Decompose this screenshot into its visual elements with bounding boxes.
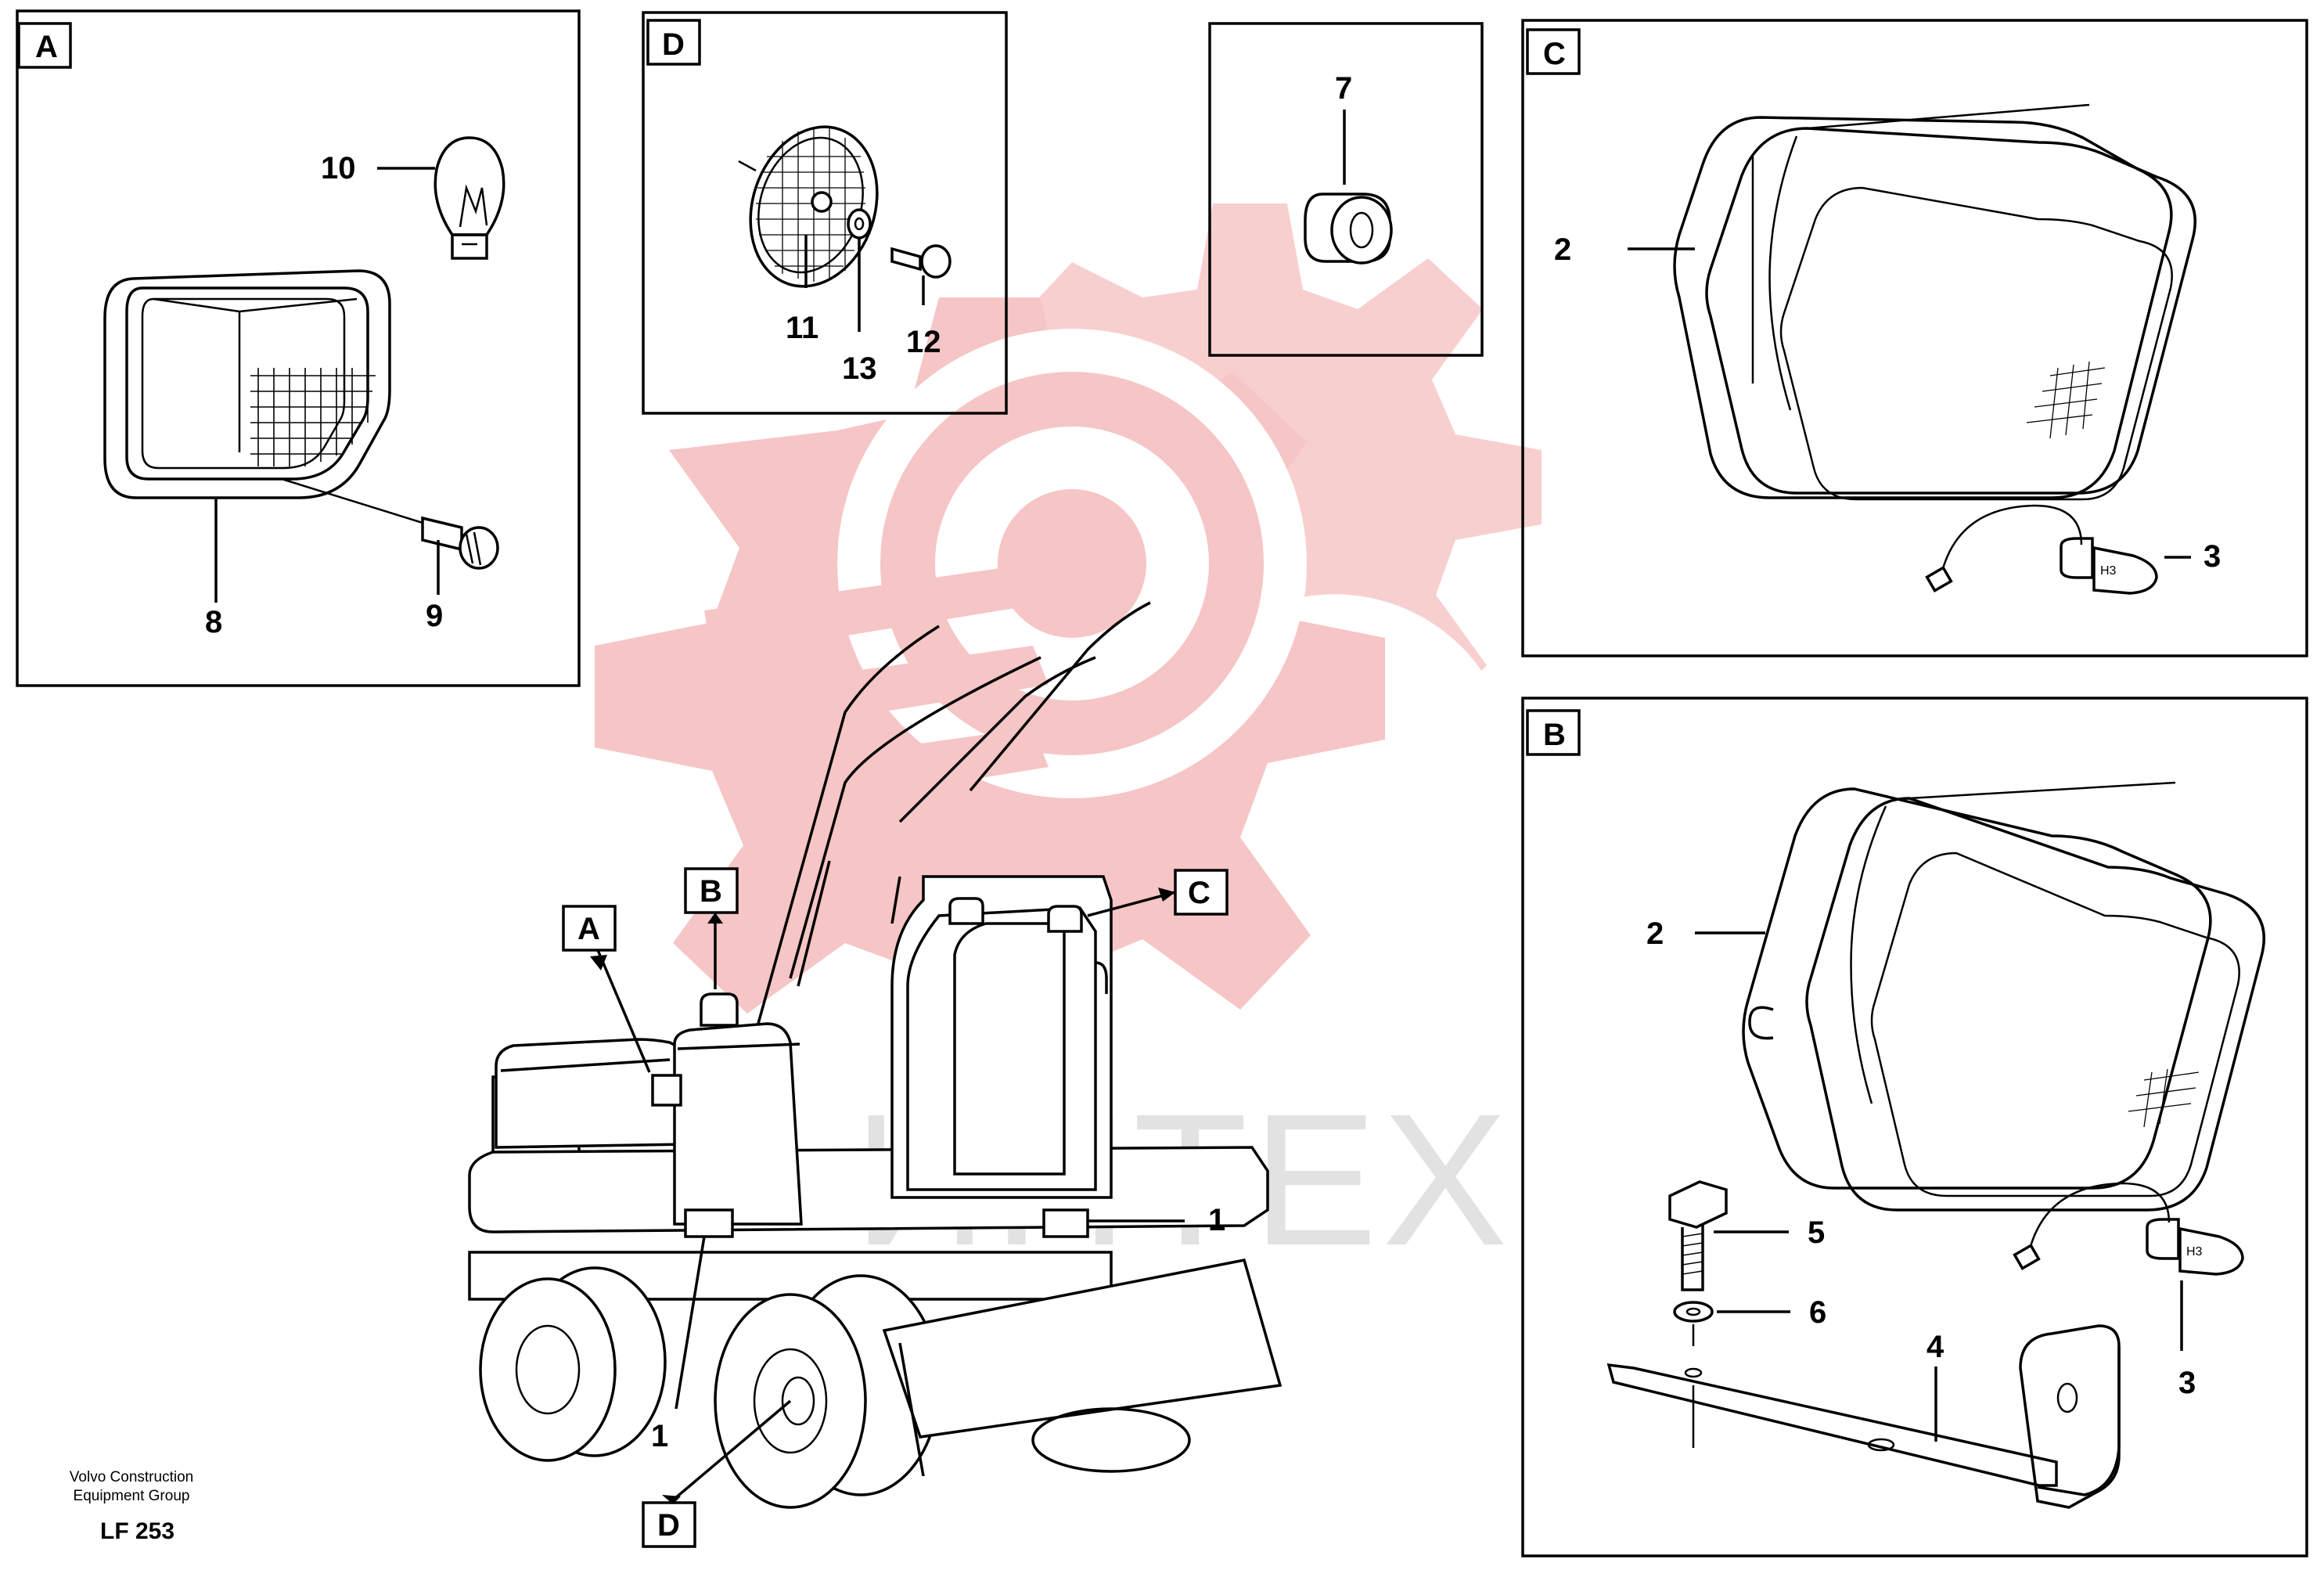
lamp-a-on-machine	[651, 1074, 682, 1107]
part-label-4: 4	[1926, 1330, 1944, 1364]
part-label-6: 6	[1809, 1295, 1826, 1330]
work-lamp-icon	[1742, 781, 2265, 1212]
part-label-12: 12	[906, 325, 941, 359]
panel-c-tag: C	[1543, 37, 1566, 71]
machine-callout-c: C	[1087, 869, 1229, 917]
part-label-8: 8	[205, 605, 222, 639]
part-label-7: 7	[1335, 71, 1352, 106]
panel-d-tag-box	[646, 19, 701, 66]
panel-grommet-frame	[1208, 22, 1484, 357]
rear-lamp-on-machine	[684, 1208, 734, 1238]
rear-wheels	[479, 1266, 667, 1462]
part-label-1: 1	[651, 1419, 668, 1453]
panel-a-tag-box	[17, 22, 72, 69]
bulb-with-cable-icon: H3	[1925, 504, 2158, 595]
panel-b-tag-box	[1526, 709, 1581, 756]
leader-line	[675, 1236, 706, 1410]
panel-d: D 11 13 12	[642, 11, 1008, 415]
screw-icon	[890, 244, 952, 279]
panel-grommet: 7	[1208, 22, 1484, 357]
part-label-3: 3	[2178, 1366, 2196, 1400]
reflector-icon	[749, 125, 879, 288]
panel-a-tag: A	[35, 30, 58, 64]
grommet-icon	[1304, 193, 1393, 265]
part-label-2: 2	[1554, 232, 1571, 267]
screw-icon	[281, 477, 499, 570]
part-label-2: 2	[1646, 916, 1664, 951]
part-label-11: 11	[786, 311, 818, 345]
machine-callout-a: A	[562, 905, 651, 1073]
panel-b-frame	[1521, 697, 2308, 1557]
mounting-bracket-icon	[1606, 1324, 2121, 1509]
part-label-10: 10	[321, 151, 356, 185]
panel-c-tag-box	[1526, 28, 1581, 75]
part-label-1: 1	[1208, 1203, 1225, 1237]
part-label-9: 9	[426, 599, 443, 633]
front-lamp-on-machine	[1042, 1208, 1089, 1238]
leader-line	[738, 160, 757, 172]
tail-lamp-icon	[103, 269, 391, 499]
watermark-gear-logo	[595, 203, 1542, 1088]
bulb-icon	[434, 136, 505, 260]
figure-code: LF 253	[100, 1518, 175, 1544]
panel-a-frame	[16, 9, 581, 687]
washer-icon	[847, 208, 872, 239]
svg-text:H3: H3	[2186, 1245, 2203, 1259]
part-label-3: 3	[2203, 539, 2221, 574]
lamp-lens-grid	[250, 368, 376, 466]
panel-c-frame	[1521, 19, 2308, 657]
footer-credit: Volvo Construction Equipment Group LF 25…	[38, 1468, 225, 1544]
svg-text:D: D	[657, 1508, 680, 1543]
lamp-b-on-machine	[700, 992, 739, 1027]
company-name-line2: Equipment Group	[73, 1488, 190, 1504]
panel-a: A 10 8	[16, 9, 581, 687]
bolt-icon	[1668, 1180, 1728, 1291]
dozer-blade	[882, 1258, 1283, 1439]
washer-icon	[1673, 1301, 1714, 1323]
wheeled-excavator-illustration	[468, 601, 1283, 1509]
svg-text:B: B	[700, 874, 722, 909]
svg-text:C: C	[1188, 876, 1211, 910]
machine-callout-d: D	[642, 1399, 792, 1548]
panel-c: C 2 H3 3	[1521, 19, 2308, 657]
svg-text:H3: H3	[2100, 564, 2117, 578]
part-label-13: 13	[842, 351, 877, 386]
panel-d-frame	[642, 11, 1008, 415]
work-lamp-icon	[1673, 103, 2196, 501]
svg-text:A: A	[577, 912, 600, 946]
company-name-line1: Volvo Construction	[69, 1469, 194, 1485]
panel-b: B 2 5	[1521, 697, 2308, 1557]
machine-callout-b: B	[684, 867, 739, 989]
bulb-with-cable-icon: H3	[2013, 1182, 2244, 1276]
panel-b-tag: B	[1543, 718, 1566, 752]
panel-d-tag: D	[662, 27, 685, 62]
part-label-5: 5	[1808, 1215, 1825, 1250]
